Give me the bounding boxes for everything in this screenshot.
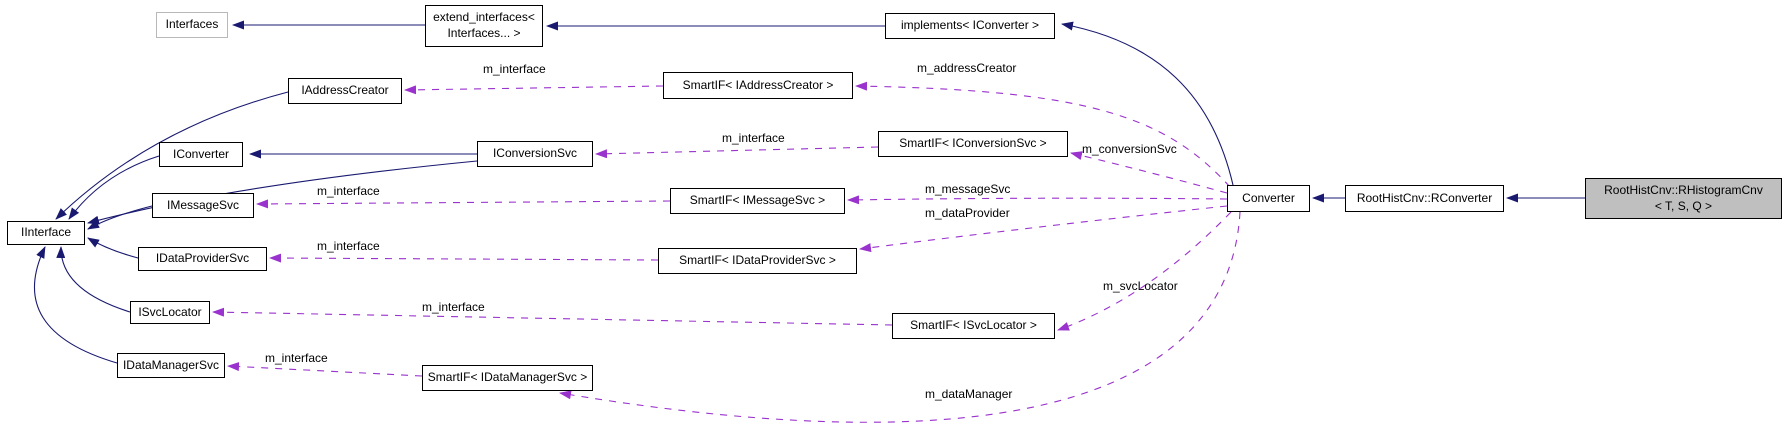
node-implements-iconverter[interactable]: implements< IConverter >: [885, 13, 1055, 39]
edge-iconverter-to-iinterface: [68, 155, 160, 220]
node-smartif-iconversionsvc-label: SmartIF< IConversionSvc >: [899, 136, 1047, 151]
node-smartif-idatamanagersvc[interactable]: SmartIF< IDataManagerSvc >: [422, 365, 593, 391]
edge-label-m-svclocator: m_svcLocator: [1103, 279, 1178, 293]
edge-label-m-datamanager: m_dataManager: [925, 387, 1013, 401]
edge-smartif-to-iconversionsvc: [595, 146, 879, 159]
node-isvclocator-label: ISvcLocator: [138, 304, 202, 319]
edge-smartif-to-idatamanagersvc: [227, 362, 423, 377]
node-smartif-iaddresscreator[interactable]: SmartIF< IAddressCreator >: [663, 72, 853, 99]
node-imessagesvc-label: IMessageSvc: [166, 197, 240, 212]
edge-label-m-interface-svclocator: m_interface: [422, 300, 485, 314]
edge-imessagesvc-to-iinterface: [87, 205, 153, 230]
node-idataprovidersvc-label: IDataProviderSvc: [155, 251, 250, 266]
edge-iconversionsvc-to-iinterface: [87, 160, 478, 225]
edge-label-m-messagesvc: m_messageSvc: [925, 182, 1011, 196]
edge-smartif-to-isvclocator: [212, 307, 893, 326]
edge-isvclocator-to-iinterface: [56, 246, 131, 313]
edge-label-m-interface-datamanagersvc: m_interface: [265, 351, 328, 365]
node-iconversionsvc[interactable]: IConversionSvc: [477, 141, 593, 167]
node-rconverter[interactable]: RootHistCnv::RConverter: [1345, 185, 1504, 212]
edge-smartif-to-iaddresscreator: [404, 85, 664, 95]
edge-idatamanagersvc-to-iinterface: [34, 246, 118, 364]
node-smartif-idataprovidersvc-label: SmartIF< IDataProviderSvc >: [679, 253, 836, 268]
node-implements-iconverter-label: implements< IConverter >: [900, 18, 1040, 33]
node-imessagesvc[interactable]: IMessageSvc: [152, 193, 254, 218]
node-iaddresscreator-label: IAddressCreator: [301, 83, 389, 98]
edge-label-m-addresscreator: m_addressCreator: [917, 61, 1017, 75]
node-smartif-idataprovidersvc[interactable]: SmartIF< IDataProviderSvc >: [658, 248, 857, 274]
node-iconverter[interactable]: IConverter: [159, 142, 243, 167]
node-smartif-isvclocator-label: SmartIF< ISvcLocator >: [910, 318, 1037, 333]
node-extend-interfaces-label: extend_interfaces< Interfaces... >: [433, 10, 535, 40]
node-rconverter-label: RootHistCnv::RConverter: [1356, 190, 1493, 205]
edge-label-m-interface-messagesvc: m_interface: [317, 184, 380, 198]
edge-converter-to-smartif-imessagesvc: [847, 195, 1228, 205]
edge-converter-to-smartif-iconversionsvc: [1070, 151, 1228, 194]
edge-label-m-interface-conversionsvc: m_interface: [722, 131, 785, 145]
node-converter-label: Converter: [1242, 190, 1295, 205]
node-iconversionsvc-label: IConversionSvc: [492, 146, 578, 161]
node-rhistogramcnv-label: RootHistCnv::RHistogramCnv < T, S, Q >: [1604, 182, 1763, 213]
edge-converter-to-smartif-idataprovidersvc: [859, 205, 1228, 253]
node-smartif-imessagesvc-label: SmartIF< IMessageSvc >: [689, 193, 826, 208]
edge-converter-to-smartif-isvclocator: [1057, 211, 1232, 331]
node-interfaces[interactable]: Interfaces: [156, 12, 228, 38]
node-iinterface-label: IInterface: [20, 225, 72, 240]
edge-smartif-to-imessagesvc: [256, 199, 671, 209]
node-converter[interactable]: Converter: [1227, 185, 1310, 212]
edge-label-m-conversionsvc: m_conversionSvc: [1082, 142, 1177, 156]
node-idataprovidersvc[interactable]: IDataProviderSvc: [138, 247, 267, 271]
node-interfaces-label: Interfaces: [165, 17, 219, 32]
edge-label-m-interface-addresscreator: m_interface: [483, 62, 546, 76]
edge-label-m-interface-dataprovidersvc: m_interface: [317, 239, 380, 253]
node-idatamanagersvc[interactable]: IDataManagerSvc: [117, 353, 225, 378]
node-extend-interfaces[interactable]: extend_interfaces< Interfaces... >: [425, 5, 543, 47]
node-smartif-isvclocator[interactable]: SmartIF< ISvcLocator >: [892, 313, 1055, 339]
node-iaddresscreator[interactable]: IAddressCreator: [288, 78, 402, 104]
node-smartif-imessagesvc[interactable]: SmartIF< IMessageSvc >: [670, 188, 845, 214]
node-smartif-iaddresscreator-label: SmartIF< IAddressCreator >: [682, 77, 834, 92]
node-smartif-iconversionsvc[interactable]: SmartIF< IConversionSvc >: [878, 131, 1068, 157]
edge-idataprovidersvc-to-iinterface: [87, 237, 139, 259]
node-isvclocator[interactable]: ISvcLocator: [130, 301, 210, 324]
edge-smartif-to-idataprovidersvc: [269, 253, 659, 263]
edge-converter-to-smartif-idatamanagersvc: [559, 211, 1241, 423]
node-idatamanagersvc-label: IDataManagerSvc: [122, 357, 220, 372]
edge-converter-to-smartif-iaddresscreator: [855, 81, 1231, 188]
node-iconverter-label: IConverter: [172, 146, 230, 161]
edge-converter-to-implements: [1061, 21, 1234, 186]
edge-iaddresscreator-to-iinterface: [55, 91, 289, 220]
node-smartif-idatamanagersvc-label: SmartIF< IDataManagerSvc >: [427, 370, 588, 385]
node-rhistogramcnv-current: RootHistCnv::RHistogramCnv < T, S, Q >: [1585, 178, 1782, 219]
node-iinterface[interactable]: IInterface: [7, 221, 85, 245]
edge-label-m-dataprovider: m_dataProvider: [925, 206, 1010, 220]
